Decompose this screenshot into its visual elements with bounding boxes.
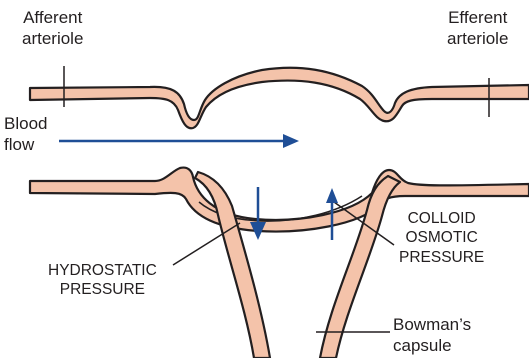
efferent-arteriole-label: Efferent arteriole — [447, 7, 508, 50]
afferent-arteriole-label: Afferent arteriole — [22, 7, 83, 50]
blood-flow-label: Blood flow — [4, 113, 47, 156]
colloid-arrowhead — [326, 188, 338, 203]
hydrostatic-pressure-label: HYDROSTATIC PRESSURE — [48, 261, 157, 300]
bowmans-capsule-label: Bowman’s capsule — [393, 314, 471, 357]
blood-flow-arrowhead — [283, 134, 299, 148]
colloid-osmotic-pressure-label: COLLOID OSMOTIC PRESSURE — [399, 209, 484, 267]
upper-capillary-wall — [30, 68, 529, 129]
